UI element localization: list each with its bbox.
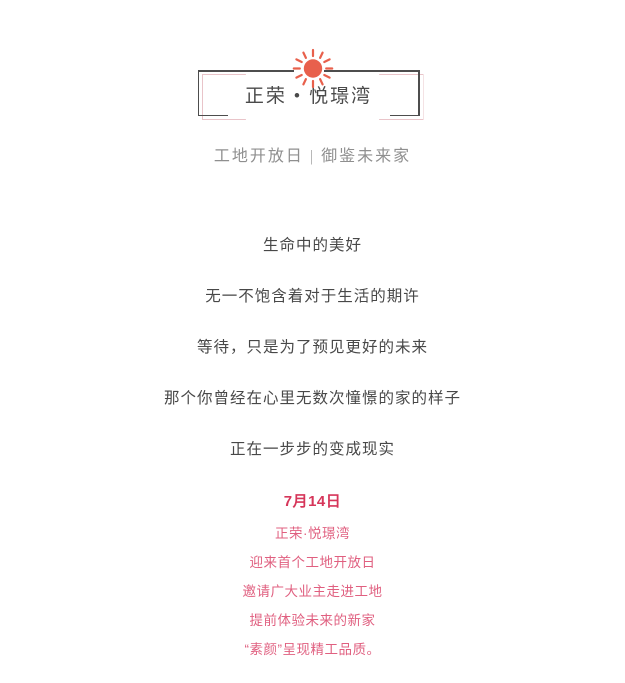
bracket-right-bar <box>418 70 420 116</box>
bracket-top-left-bar <box>197 70 294 72</box>
bracket-top-right-bar <box>323 70 420 72</box>
callout-date: 7月14日 <box>283 493 342 510</box>
bracket-left-bar <box>197 70 199 116</box>
poem-line: 无一不饱含着对于生活的期许 <box>205 288 420 305</box>
header: 正荣 • 悦璟湾 <box>0 48 625 166</box>
logo-lockup: 正荣 • 悦璟湾 <box>197 48 428 128</box>
callout-line: 正荣·悦璟湾 <box>275 526 350 541</box>
bracket-bottom-right-bar <box>389 114 420 116</box>
poem-line: 正在一步步的变成现实 <box>229 441 395 458</box>
callout-block: 7月14日 正荣·悦璟湾 迎来首个工地开放日 邀请广大业主走进工地 提前体验未来… <box>0 492 625 659</box>
poem-line: 等待，只是为了预见更好的未来 <box>196 339 428 356</box>
brand-title: 正荣 • 悦璟湾 <box>244 86 373 107</box>
callout-line: 迎来首个工地开放日 <box>249 555 376 570</box>
brand-subtitle: 工地开放日 | 御鉴未来家 <box>0 142 625 166</box>
poem-line: 那个你曾经在心里无数次憧憬的家的样子 <box>163 390 461 407</box>
callout-line: “素颜”呈现精工品质。 <box>244 642 381 657</box>
bracket-bottom-left-bar <box>197 114 228 116</box>
brand-subtitle-left: 工地开放日 <box>213 148 304 165</box>
brand-subtitle-divider: | <box>309 148 316 165</box>
poem-line: 生命中的美好 <box>262 237 362 254</box>
brand-subtitle-right: 御鉴未来家 <box>321 148 412 165</box>
sun-icon <box>291 48 335 89</box>
callout-line: 邀请广大业主走进工地 <box>242 584 383 599</box>
bracket-frame: 正荣 • 悦璟湾 <box>197 70 420 116</box>
poem-body: 生命中的美好 无一不饱含着对于生活的期许 等待，只是为了预见更好的未来 那个你曾… <box>0 236 625 460</box>
callout-line: 提前体验未来的新家 <box>249 613 376 628</box>
